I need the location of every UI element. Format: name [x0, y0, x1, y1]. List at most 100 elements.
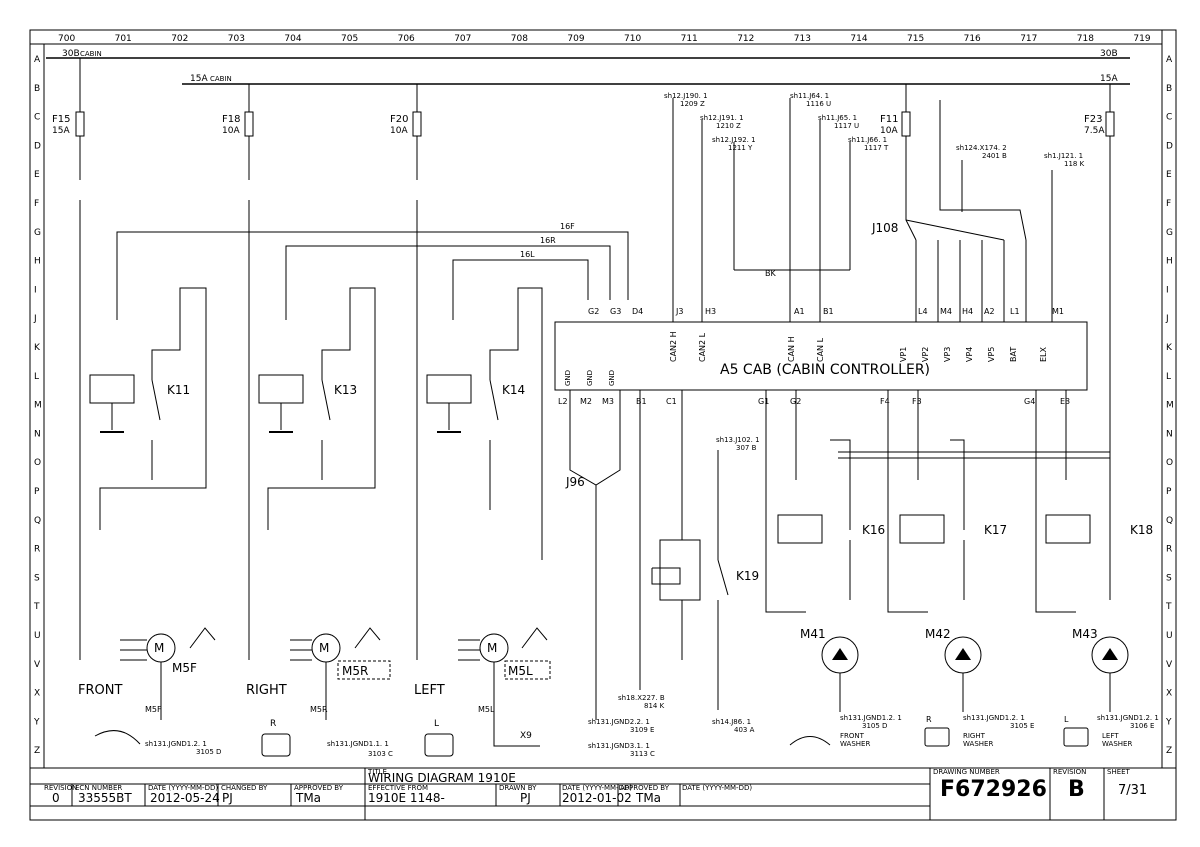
row-label-right-V: V: [1166, 660, 1173, 670]
ref-4: sh11.J64. 1: [790, 92, 829, 100]
rail-15a-sub: CABIN: [210, 75, 232, 83]
row-label-right-Q: Q: [1166, 516, 1173, 526]
tb-approved-by: TMa: [295, 791, 321, 805]
tb-rev: B: [1068, 777, 1085, 802]
row-label-right-L: L: [1166, 372, 1171, 382]
ref-3b: 1211 Y: [728, 144, 753, 152]
tb-approved-hdr: APPROVED BY: [294, 784, 344, 792]
ref-6: sh11.J66. 1: [848, 136, 887, 144]
row-label-left-I: I: [34, 285, 37, 295]
bottom-pin-F3-8: F3: [912, 397, 922, 406]
row-label-left-O: O: [34, 458, 41, 468]
ref-2: sh12.J191. 1: [700, 114, 744, 122]
bottom-pin-F4-7: F4: [880, 397, 890, 406]
top-pin-A2-10: A2: [984, 307, 995, 316]
tb-approved2: TMa: [635, 791, 661, 805]
column-label-700: 700: [58, 34, 75, 44]
washer-left-label2: WASHER: [1102, 740, 1132, 748]
wire-16f-label: 16F: [560, 222, 575, 231]
row-label-left-D: D: [34, 141, 41, 151]
tb-effective: 1910E 1148-: [368, 791, 445, 805]
fuse-f20: F20 10A: [390, 84, 422, 180]
top-pin-H3-4: H3: [705, 307, 716, 316]
svg-text:M: M: [154, 641, 164, 655]
ref-1b: 1209 Z: [680, 100, 705, 108]
svg-text:M: M: [487, 641, 497, 655]
row-label-right-S: S: [1166, 573, 1172, 583]
top-pin-L1-11: L1: [1010, 307, 1020, 316]
row-label-left-P: P: [34, 487, 40, 497]
washer-front-label2: WASHER: [840, 740, 870, 748]
washer-left-block: K18 M43 LEFT WASHER L: [838, 390, 1153, 748]
top-pin-B1-6: B1: [823, 307, 834, 316]
relay-k11-label: K11: [167, 383, 190, 397]
wiper-right-label: RIGHT: [246, 683, 287, 698]
windshield-r-label: R: [270, 719, 276, 729]
wire-16l-label: 16L: [520, 250, 535, 259]
row-label-left-S: S: [34, 573, 40, 583]
ref-5: sh11.J65. 1: [818, 114, 857, 122]
top-pin-M4-8: M4: [940, 307, 952, 316]
tb-revision: 0: [52, 791, 60, 805]
row-label-right-D: D: [1166, 141, 1173, 151]
svg-text:X9: X9: [520, 731, 532, 741]
top-pin-G2-0: G2: [588, 307, 599, 316]
washer-right-block: K17 M42 RIGHT WASHER R: [887, 390, 1007, 748]
row-label-right-X: X: [1166, 689, 1172, 699]
row-label-right-U: U: [1166, 631, 1173, 641]
tb-title: WIRING DIAGRAM 1910E: [368, 771, 516, 785]
column-label-705: 705: [341, 34, 358, 44]
ref-7: sh124.X174. 2: [956, 144, 1007, 152]
row-label-right-F: F: [1166, 199, 1171, 209]
ref-14b: 3105 D: [196, 748, 221, 756]
controller-top-label-10: ELX: [1039, 346, 1048, 362]
ref-18: sh131.JGND1.2. 1: [1097, 714, 1159, 722]
row-label-left-E: E: [34, 170, 40, 180]
motor-m5l-label: M5L: [508, 664, 533, 678]
splice-j96-label: J96: [565, 475, 585, 489]
row-label-left-Q: Q: [34, 516, 41, 526]
row-label-right-E: E: [1166, 170, 1172, 180]
ref-18b: 3106 E: [1130, 722, 1154, 730]
tb-revision-hdr: REVISION: [44, 784, 77, 792]
bottom-pin-E3-10: E3: [1060, 397, 1070, 406]
controller-bottom-label-0: GND: [564, 370, 572, 386]
tb-changed-by: PJ: [222, 791, 233, 805]
wiper-left-block: M K14 M5L LEFT M5L L X9: [414, 200, 551, 757]
wiper-right-block: M K13 M5R RIGHT M5R R: [246, 200, 391, 757]
column-label-701: 701: [115, 34, 132, 44]
wire-16r-label: 16R: [540, 236, 556, 245]
row-label-right-J: J: [1165, 314, 1169, 324]
tb-changed-hdr: CHANGED BY: [221, 784, 268, 792]
motor-m5f-label: M5F: [172, 661, 197, 675]
relay-k17-label: K17: [984, 523, 1007, 537]
column-label-716: 716: [964, 34, 981, 44]
controller-top-label-2: CAN H: [787, 336, 796, 362]
tb-drawing-hdr: DRAWING NUMBER: [933, 768, 1000, 776]
svg-text:M5L: M5L: [478, 705, 495, 714]
title-block: REVISION ECN NUMBER DATE (YYYY-MM-DD) CH…: [30, 768, 1147, 820]
fuse-f15-id: F15: [52, 114, 70, 125]
controller-top-label-4: VP1: [899, 347, 908, 362]
row-label-right-H: H: [1166, 257, 1173, 267]
row-label-right-B: B: [1166, 84, 1172, 94]
ref-4b: 1116 U: [806, 100, 831, 108]
relay-k13-label: K13: [334, 383, 357, 397]
relay-k19-label: K19: [736, 569, 759, 583]
controller-top-label-9: BAT: [1009, 347, 1018, 362]
row-label-right-C: C: [1166, 113, 1172, 123]
row-label-left-Y: Y: [33, 717, 40, 727]
ref-8: sh1.J121. 1: [1044, 152, 1083, 160]
ref-13b: 403 A: [734, 726, 755, 734]
top-pin-A1-5: A1: [794, 307, 805, 316]
row-label-left-H: H: [34, 257, 41, 267]
fuse-f11: F11 10A: [880, 84, 911, 178]
row-label-left-M: M: [34, 401, 42, 411]
row-label-left-V: V: [34, 660, 41, 670]
relay-k16-label: K16: [862, 523, 885, 537]
ref-6b: 1117 T: [864, 144, 889, 152]
tb-approved2-hdr: APPROVED BY: [620, 784, 670, 792]
